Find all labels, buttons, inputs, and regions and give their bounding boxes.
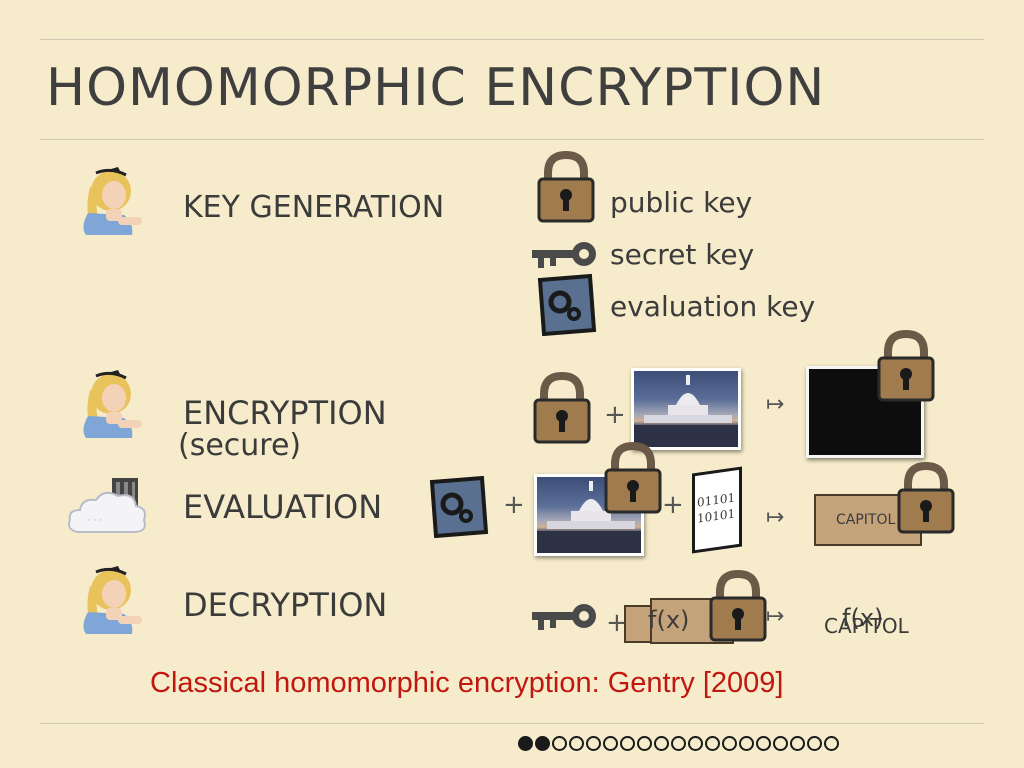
progress-dot[interactable] [654, 736, 669, 751]
secret-key-label: secret key [610, 238, 755, 271]
title-underline [40, 139, 984, 140]
progress-dot[interactable] [586, 736, 601, 751]
progress-dot[interactable] [688, 736, 703, 751]
slide-progress-dots [518, 736, 839, 751]
progress-dot[interactable] [603, 736, 618, 751]
svg-text:· · ·: · · · [88, 516, 102, 526]
padlock-icon [604, 442, 662, 514]
progress-dot[interactable] [773, 736, 788, 751]
maps-to-arrow: ↦ [766, 392, 785, 417]
progress-dot-filled[interactable] [535, 736, 550, 751]
gear-card-icon [429, 475, 489, 538]
citation: Classical homomorphic encryption: Gentry… [150, 667, 784, 699]
alice-icon [83, 566, 142, 634]
gear-card-icon [537, 273, 597, 336]
progress-dot-filled[interactable] [518, 736, 533, 751]
step-decryption: DECRYPTION [183, 586, 388, 624]
step-encryption-note: (secure) [178, 428, 302, 463]
progress-dot[interactable] [807, 736, 822, 751]
top-rule [40, 39, 984, 40]
slide-title: HOMOMORPHIC ENCRYPTION [46, 58, 826, 118]
padlock-icon [897, 462, 955, 534]
progress-dot[interactable] [790, 736, 805, 751]
plus-operator: + [503, 490, 525, 520]
plus-operator: + [662, 490, 684, 520]
evaluation-key-label: evaluation key [610, 290, 816, 323]
result-label: CAPITOL [836, 512, 896, 528]
progress-dot[interactable] [739, 736, 754, 751]
capitol-photo [631, 368, 741, 450]
progress-dot[interactable] [756, 736, 771, 751]
cloud-server-icon: · · · [68, 478, 146, 533]
progress-dot[interactable] [722, 736, 737, 751]
progress-dot[interactable] [552, 736, 567, 751]
padlock-icon [533, 372, 591, 444]
key-icon [532, 242, 596, 268]
plus-operator: + [606, 608, 628, 638]
progress-dot[interactable] [671, 736, 686, 751]
alice-icon [83, 370, 142, 438]
padlock-icon [877, 330, 935, 402]
decrypt-output-text: CAPITOL [824, 614, 909, 638]
public-key-label: public key [610, 186, 753, 219]
bottom-rule [40, 723, 984, 724]
key-icon [532, 604, 596, 630]
progress-dot[interactable] [620, 736, 635, 751]
binary-line: 10101 [697, 506, 736, 526]
step-evaluation: EVALUATION [183, 488, 383, 526]
padlock-icon [709, 570, 767, 642]
padlock-icon [537, 151, 595, 223]
progress-dot[interactable] [705, 736, 720, 751]
decrypt-output-fx: f(x) [842, 604, 884, 632]
step-encryption: ENCRYPTION [183, 394, 387, 432]
progress-dot[interactable] [637, 736, 652, 751]
binary-program-card: 01101 10101 [692, 466, 742, 554]
plus-operator: + [604, 400, 626, 430]
progress-dot[interactable] [824, 736, 839, 751]
step-key-generation: KEY GENERATION [183, 190, 445, 225]
progress-dot[interactable] [569, 736, 584, 751]
maps-to-arrow: ↦ [766, 505, 785, 530]
alice-icon [83, 167, 142, 235]
maps-to-arrow: ↦ [766, 604, 785, 629]
decrypt-input-label: f(x) [648, 606, 690, 634]
